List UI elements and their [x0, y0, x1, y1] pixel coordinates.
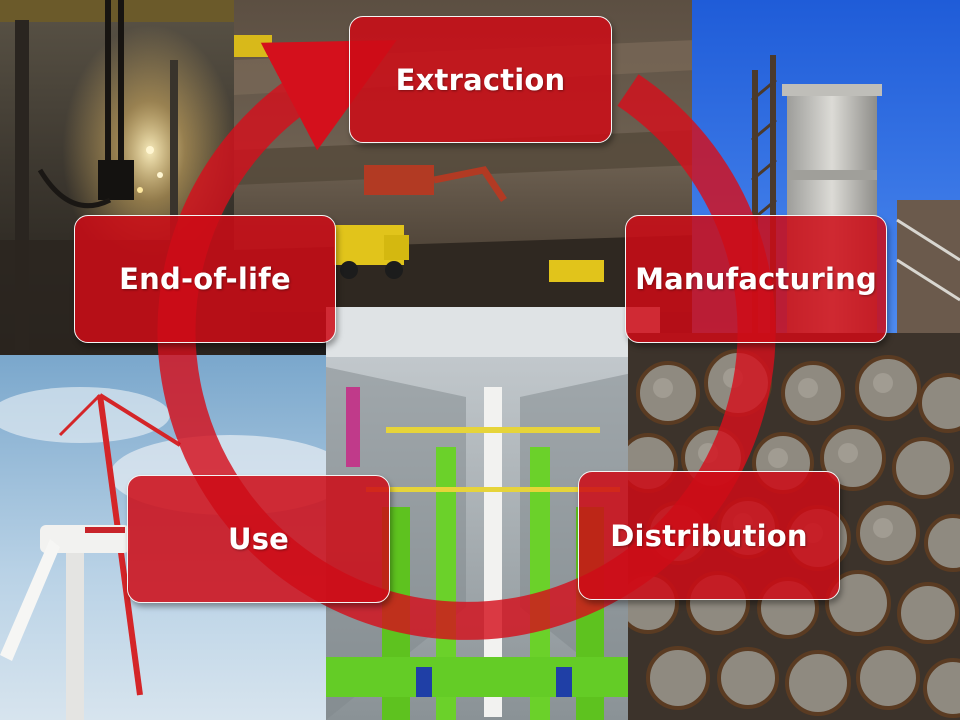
stage-extraction: Extraction	[349, 16, 612, 143]
stage-label: Manufacturing	[635, 262, 877, 296]
stage-label: Distribution	[610, 518, 808, 553]
stage-distribution: Distribution	[578, 471, 840, 600]
stage-end-of-life: End-of-life	[74, 215, 336, 343]
stage-label: Extraction	[395, 62, 566, 97]
stage-use: Use	[127, 475, 390, 603]
stage-manufacturing: Manufacturing	[625, 215, 887, 343]
stage-label: Use	[227, 522, 290, 556]
stage-label: End-of-life	[119, 262, 291, 296]
